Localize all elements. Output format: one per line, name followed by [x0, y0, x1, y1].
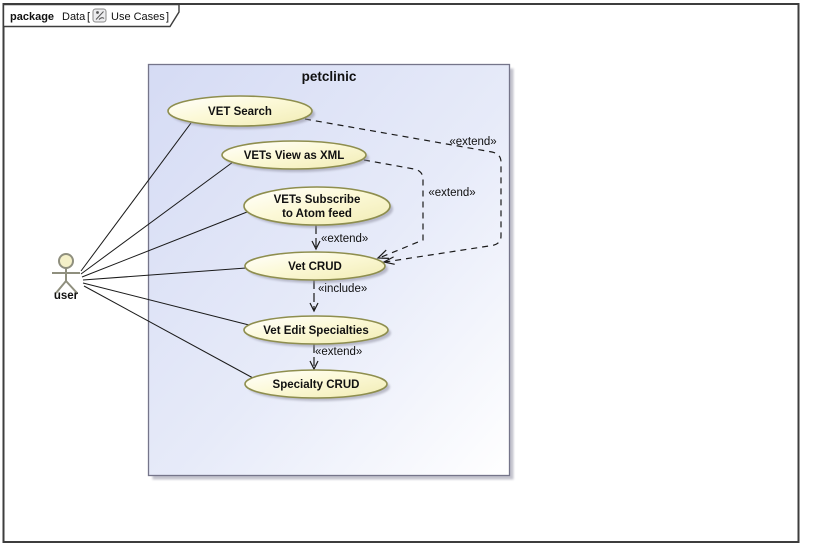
extend-arrowhead-vets-view-xml [376, 249, 390, 259]
tab-close-bracket: ] [166, 11, 169, 23]
extend-label-vets-view-xml: «extend» [428, 187, 475, 199]
actor-head [58, 253, 74, 269]
extend-label-vet-edit-specialties: «extend» [315, 346, 362, 358]
use-case-vet-search-label: VET Search [208, 106, 272, 118]
extend-arrowhead-specialty-crud [309, 360, 319, 371]
association-user-vet-edit-specialties[interactable] [82, 282, 250, 326]
actor-leg-right [65, 280, 78, 294]
use-case-specialty-crud[interactable] [244, 369, 388, 399]
use-case-diagram-icon [92, 8, 107, 23]
association-user-vet-crud[interactable] [82, 267, 247, 281]
use-case-vet-edit-specialties[interactable] [243, 315, 389, 345]
extend-edge-vets-view-xml-to-vet-crud[interactable] [363, 159, 424, 259]
tab-keyword: package [10, 11, 54, 23]
use-case-vet-crud[interactable] [244, 251, 386, 281]
include-arrowhead-vet-edit-specialties [309, 302, 319, 313]
use-case-vet-crud-label: Vet CRUD [288, 261, 342, 273]
extend-arrowhead-vets-subscribe [311, 240, 321, 251]
extend-arrowhead-vet-search [382, 256, 395, 265]
diagram-header-tab-shape [2, 3, 180, 28]
extend-edge-vet-search-to-vet-crud[interactable] [304, 118, 502, 263]
use-case-specialty-crud-label: Specialty CRUD [273, 379, 360, 391]
tab-diagram-name: Use Cases [111, 11, 165, 23]
use-case-vet-search[interactable] [167, 95, 313, 127]
actor-user[interactable]: user [52, 253, 80, 302]
include-label-vet-crud: «include» [318, 283, 367, 295]
actor-leg-left [55, 280, 67, 294]
association-user-vets-view-as-xml[interactable] [80, 161, 234, 275]
actor-user-label: user [54, 290, 79, 302]
association-user-vet-search[interactable] [80, 122, 192, 272]
association-user-vets-subscribe[interactable] [81, 211, 248, 278]
use-case-vet-edit-specialties-label: Vet Edit Specialties [263, 325, 368, 337]
use-case-vets-view-as-xml-label: VETs View as XML [244, 150, 345, 162]
tab-model-name: Data [62, 11, 86, 23]
frame-title: petclinic [302, 69, 357, 84]
extend-label-vets-subscribe: «extend» [321, 233, 368, 245]
tab-open-bracket: [ [87, 11, 90, 23]
association-user-specialty-crud[interactable] [83, 285, 254, 379]
use-case-vets-view-as-xml[interactable] [221, 140, 367, 170]
use-case-vets-subscribe-atom[interactable] [243, 186, 391, 226]
extend-label-vet-search: «extend» [449, 136, 496, 148]
diagram-header-tab[interactable]: package Data [ Use Cases ] [2, 3, 180, 28]
